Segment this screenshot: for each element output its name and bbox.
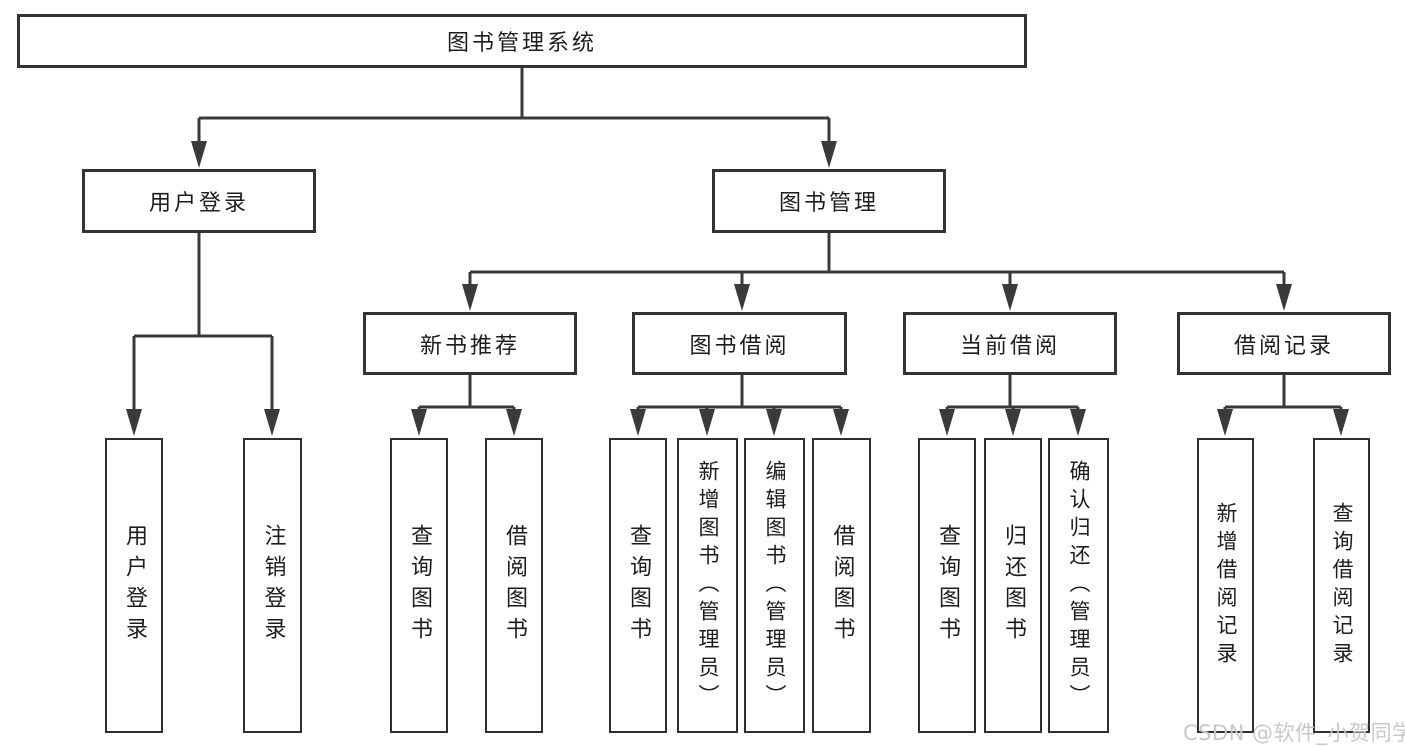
- arrowhead: [1005, 409, 1021, 436]
- leaf-label: 借阅图书: [502, 523, 527, 648]
- leaf-query-books: 查询图书: [609, 438, 667, 733]
- arrowhead: [699, 409, 715, 436]
- leaf-label: 查询图书: [626, 523, 651, 648]
- arrowhead: [630, 409, 646, 436]
- leaf-add-borrow-record: 新增借阅记录: [1197, 438, 1254, 733]
- leaf-label: 确认归还（管理员）: [1067, 459, 1091, 712]
- node-user-login: 用户登录: [82, 169, 316, 233]
- arrowhead: [462, 284, 478, 311]
- leaf-label: 查询图书: [407, 523, 432, 648]
- arrowhead: [1002, 284, 1018, 311]
- leaf-label: 用户登录: [122, 523, 147, 648]
- leaf-query-books: 查询图书: [918, 438, 976, 733]
- node-current-borrow: 当前借阅: [903, 312, 1117, 375]
- node-book-borrow: 图书借阅: [632, 312, 847, 375]
- watermark: CSDN @软件_小贺同学: [1183, 721, 1405, 745]
- node-new-book-recommend: 新书推荐: [363, 312, 577, 375]
- leaf-edit-books-admin: 编辑图书（管理员）: [744, 438, 805, 733]
- leaf-query-borrow-record: 查询借阅记录: [1313, 438, 1370, 733]
- arrowhead: [833, 409, 849, 436]
- arrowhead: [191, 141, 207, 168]
- leaf-return-books: 归还图书: [984, 438, 1042, 733]
- leaf-label: 借阅图书: [829, 523, 855, 648]
- node-book-management: 图书管理: [712, 169, 946, 233]
- arrowhead: [264, 409, 280, 436]
- leaf-query-books: 查询图书: [390, 438, 448, 733]
- node-root-library-system: 图书管理系统: [17, 14, 1027, 68]
- arrowhead: [1276, 284, 1292, 311]
- leaf-label: 查询借阅记录: [1330, 501, 1354, 670]
- leaf-borrow-books: 借阅图书: [485, 438, 543, 733]
- arrowhead: [1333, 409, 1349, 436]
- arrowhead: [126, 409, 142, 436]
- leaf-label: 新增借阅记录: [1214, 501, 1238, 670]
- leaf-label: 查询图书: [935, 523, 960, 648]
- arrowhead: [939, 409, 955, 436]
- leaf-borrow-books: 借阅图书: [812, 438, 871, 733]
- arrowhead: [821, 141, 837, 168]
- arrowhead: [1217, 409, 1233, 436]
- arrowhead: [1070, 409, 1086, 436]
- leaf-user-login: 用户登录: [105, 438, 163, 733]
- leaf-label: 新增图书（管理员）: [696, 459, 720, 712]
- arrowhead: [411, 409, 427, 436]
- node-borrow-records: 借阅记录: [1177, 312, 1391, 375]
- arrowhead: [766, 409, 782, 436]
- arrowhead: [506, 409, 522, 436]
- arrowhead: [734, 284, 750, 311]
- leaf-label: 编辑图书（管理员）: [763, 459, 787, 712]
- leaf-add-books-admin: 新增图书（管理员）: [677, 438, 738, 733]
- leaf-label: 注销登录: [260, 523, 286, 648]
- leaf-label: 归还图书: [1001, 523, 1026, 648]
- leaf-confirm-return-admin: 确认归还（管理员）: [1048, 438, 1109, 733]
- leaf-logout: 注销登录: [243, 438, 302, 733]
